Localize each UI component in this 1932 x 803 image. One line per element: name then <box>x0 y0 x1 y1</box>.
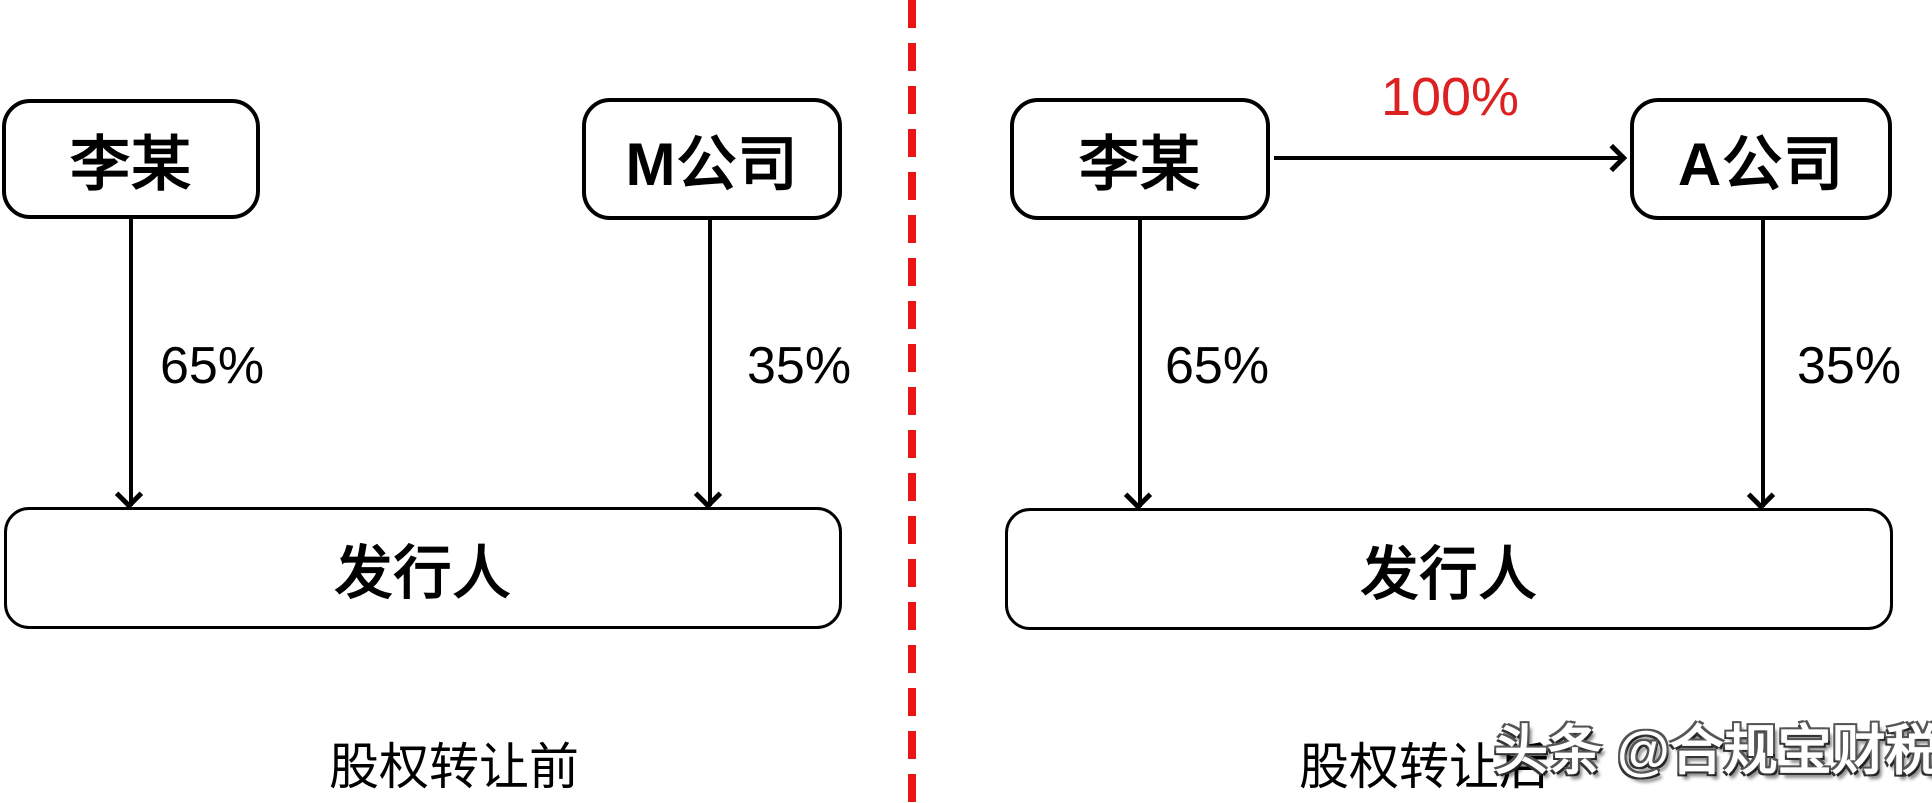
arrowhead-down-icon <box>1746 481 1776 511</box>
node-m-company: M公司 <box>582 98 842 220</box>
caption-before: 股权转让前 <box>329 739 579 795</box>
node-li-before: 李某 <box>2 99 260 219</box>
node-li-after: 李某 <box>1010 98 1270 220</box>
edge-label-35-after: 35% <box>1797 337 1902 395</box>
arrow-stem <box>129 219 133 506</box>
node-issuer-after-label: 发行人 <box>1360 542 1538 607</box>
node-issuer-after: 发行人 <box>1005 508 1893 630</box>
node-issuer-before-label: 发行人 <box>334 541 512 606</box>
arrowhead-down-icon <box>693 480 723 510</box>
caption-after: 股权转让后 <box>1299 739 1549 795</box>
arrow-stem <box>708 220 712 506</box>
red-dashed-divider <box>908 0 916 803</box>
edge-label-100: 100% <box>1380 67 1520 127</box>
watermark-text: 头条 @合规宝财税 <box>1494 721 1932 781</box>
arrowhead-down-icon <box>114 480 144 510</box>
arrowhead-right-icon <box>1598 143 1628 173</box>
arrow-stem <box>1274 156 1624 160</box>
edge-label-35-before: 35% <box>747 337 852 395</box>
arrow-stem <box>1138 220 1142 507</box>
edge-label-65-before: 65% <box>160 337 265 395</box>
node-issuer-before: 发行人 <box>4 507 842 629</box>
node-li-after-label: 李某 <box>1079 130 1201 198</box>
node-m-company-label: M公司 <box>625 130 799 198</box>
arrowhead-down-icon <box>1123 481 1153 511</box>
edge-label-65-after: 65% <box>1165 337 1270 395</box>
node-a-company-label: A公司 <box>1677 130 1845 198</box>
node-li-before-label: 李某 <box>70 130 192 198</box>
arrow-stem <box>1761 220 1765 507</box>
node-a-company: A公司 <box>1630 98 1892 220</box>
